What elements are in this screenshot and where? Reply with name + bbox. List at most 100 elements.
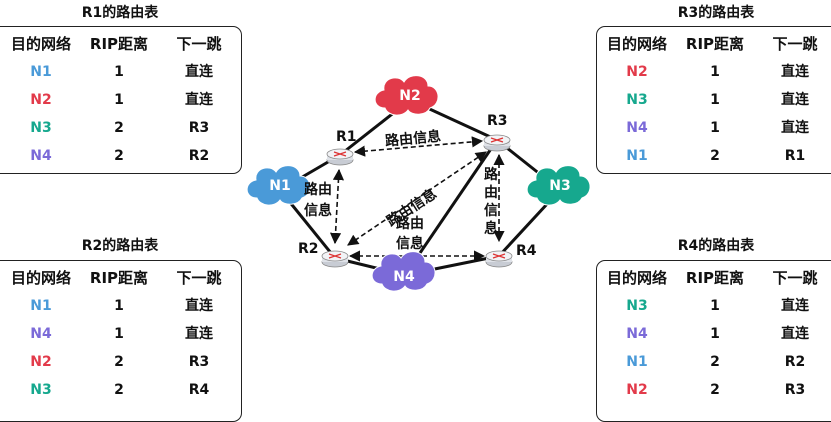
dist-cell: 1 [114,64,124,80]
dist-cell: 1 [710,298,720,314]
next-hop-cell: 直连 [185,298,213,314]
table-header-row: 目的网络 RIP距离 下一跳 [597,30,831,58]
table-row: N1 1 直连 [1,292,241,320]
arrow-r2-r3 [347,151,487,246]
r3-table-title: R3的路由表 [677,5,755,21]
dest-cell: N1 [626,148,648,164]
next-hop-cell: R3 [784,382,806,398]
next-hop-cell: R2 [784,354,806,370]
dist-cell: 2 [114,382,124,398]
router-r4-icon [485,250,513,268]
dist-cell: 2 [710,148,720,164]
network-n4-cloud: N4 [371,251,436,292]
table-row: N1 2 R2 [597,348,831,376]
next-hop-cell: 直连 [781,120,809,136]
dest-cell: N4 [30,326,52,342]
table-row: N1 1 直连 [1,58,241,86]
table-row: N3 2 R3 [1,114,241,142]
routing-info-r2-r4-label-1: 路由 [396,215,424,232]
dest-cell: N2 [626,64,648,80]
header-dist: RIP距离 [685,269,745,287]
next-hop-cell: R3 [188,120,210,136]
table-row: N4 1 直连 [1,320,241,348]
table-row: N4 2 R2 [1,142,241,170]
routing-info-r1-r2-label-1: 路由 [304,181,332,198]
header-next: 下一跳 [176,35,222,53]
next-hop-cell: 直连 [185,64,213,80]
dist-cell: 2 [710,382,720,398]
r3-table: 目的网络 RIP距离 下一跳 N2 1 直连 N3 1 直连 N4 1 直连 N… [596,26,831,174]
router-r2-label: R2 [298,241,319,257]
dist-cell: 1 [710,120,720,136]
r2-table-title: R2的路由表 [81,238,159,254]
next-hop-cell: 直连 [185,326,213,342]
header-dist: RIP距离 [89,269,149,287]
dist-cell: 1 [710,92,720,108]
router-r3-label: R3 [487,113,508,129]
network-n1-label: N1 [269,178,290,194]
header-dest: 目的网络 [10,269,71,287]
table-row: N2 2 R3 [597,376,831,404]
network-n3-label: N3 [549,178,570,194]
router-r1-label: R1 [336,129,357,145]
table-row: N3 2 R4 [1,376,241,404]
header-next: 下一跳 [772,269,818,287]
table-row: N3 1 直连 [597,292,831,320]
network-n3-cloud: N3 [526,165,591,206]
next-hop-cell: R3 [188,354,210,370]
dist-cell: 2 [114,120,124,136]
router-r3-icon [483,134,511,152]
dest-cell: N1 [30,298,52,314]
header-next: 下一跳 [772,35,818,53]
next-hop-cell: 直连 [185,92,213,108]
dest-cell: N4 [626,120,648,136]
dest-cell: N3 [626,298,648,314]
r4-table: 目的网络 RIP距离 下一跳 N3 1 直连 N4 1 直连 N1 2 R2 N… [596,260,831,422]
network-n1-cloud: N1 [246,165,311,206]
next-hop-cell: 直连 [781,326,809,342]
network-n2-label: N2 [399,88,420,104]
routing-info-r3-r4-char-1: 路 [484,166,499,183]
table-row: N2 2 R3 [1,348,241,376]
router-r1-icon [326,148,354,166]
next-hop-cell: R2 [188,148,210,164]
router-r2-icon [321,250,349,268]
header-dist: RIP距离 [89,35,149,53]
table-header-row: 目的网络 RIP距离 下一跳 [1,30,241,58]
next-hop-cell: 直连 [781,298,809,314]
dist-cell: 2 [710,354,720,370]
routing-info-r1-r3-label: 路由信息 [384,128,441,150]
dest-cell: N3 [30,382,52,398]
table-row: N3 1 直连 [597,86,831,114]
routing-info-r3-r4-char-4: 息 [484,220,498,237]
dest-cell: N3 [626,92,648,108]
table-row: N4 1 直连 [597,114,831,142]
r1-table-title: R1的路由表 [81,5,159,21]
table-header-row: 目的网络 RIP距离 下一跳 [1,264,241,292]
dest-cell: N2 [626,382,648,398]
routing-info-r2-r4-label-2: 信息 [396,235,424,252]
routing-info-r3-r4-char-3: 信 [484,202,498,219]
header-dest: 目的网络 [10,35,71,53]
r4-table-title: R4的路由表 [677,238,755,254]
router-r4-label: R4 [516,243,537,259]
next-hop-cell: R4 [188,382,210,398]
table-header-row: 目的网络 RIP距离 下一跳 [597,264,831,292]
dest-cell: N2 [30,92,52,108]
dist-cell: 2 [114,354,124,370]
network-n4-label: N4 [393,269,415,285]
dest-cell: N3 [30,120,52,136]
dist-cell: 2 [114,148,124,164]
next-hop-cell: 直连 [781,64,809,80]
arrow-r1-r3 [353,136,484,157]
dest-cell: N2 [30,354,52,370]
dist-cell: 1 [710,64,720,80]
header-dest: 目的网络 [606,35,667,53]
dest-cell: N1 [30,64,52,80]
dist-cell: 1 [114,92,124,108]
network-n2-cloud: N2 [374,75,439,116]
header-dist: RIP距离 [685,35,745,53]
dist-cell: 1 [114,326,124,342]
table-row: N4 1 直连 [597,320,831,348]
r1-table: 目的网络 RIP距离 下一跳 N1 1 直连 N2 1 直连 N3 2 R3 N… [0,26,242,174]
